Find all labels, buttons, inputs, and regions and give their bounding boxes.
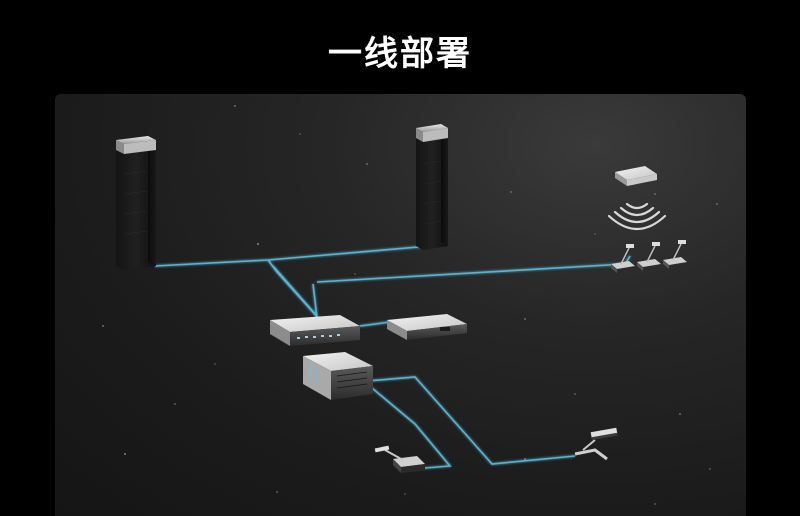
rack-processor <box>387 314 467 340</box>
desk-microphone-left <box>374 445 425 473</box>
wireless-access-point <box>607 166 667 230</box>
main-host-unit <box>270 315 360 346</box>
right-column-speaker <box>416 124 448 250</box>
star-field <box>102 105 718 505</box>
wifi-signal-icon <box>607 202 667 230</box>
left-column-speaker <box>116 136 156 270</box>
wireless-mic-set <box>611 240 687 273</box>
deployment-diagram-panel <box>55 94 746 516</box>
power-amplifier <box>303 352 373 400</box>
desk-microphone-right <box>574 427 618 461</box>
page-title: 一线部署 <box>328 34 472 74</box>
cable-network <box>154 245 631 471</box>
deployment-diagram <box>102 105 718 505</box>
